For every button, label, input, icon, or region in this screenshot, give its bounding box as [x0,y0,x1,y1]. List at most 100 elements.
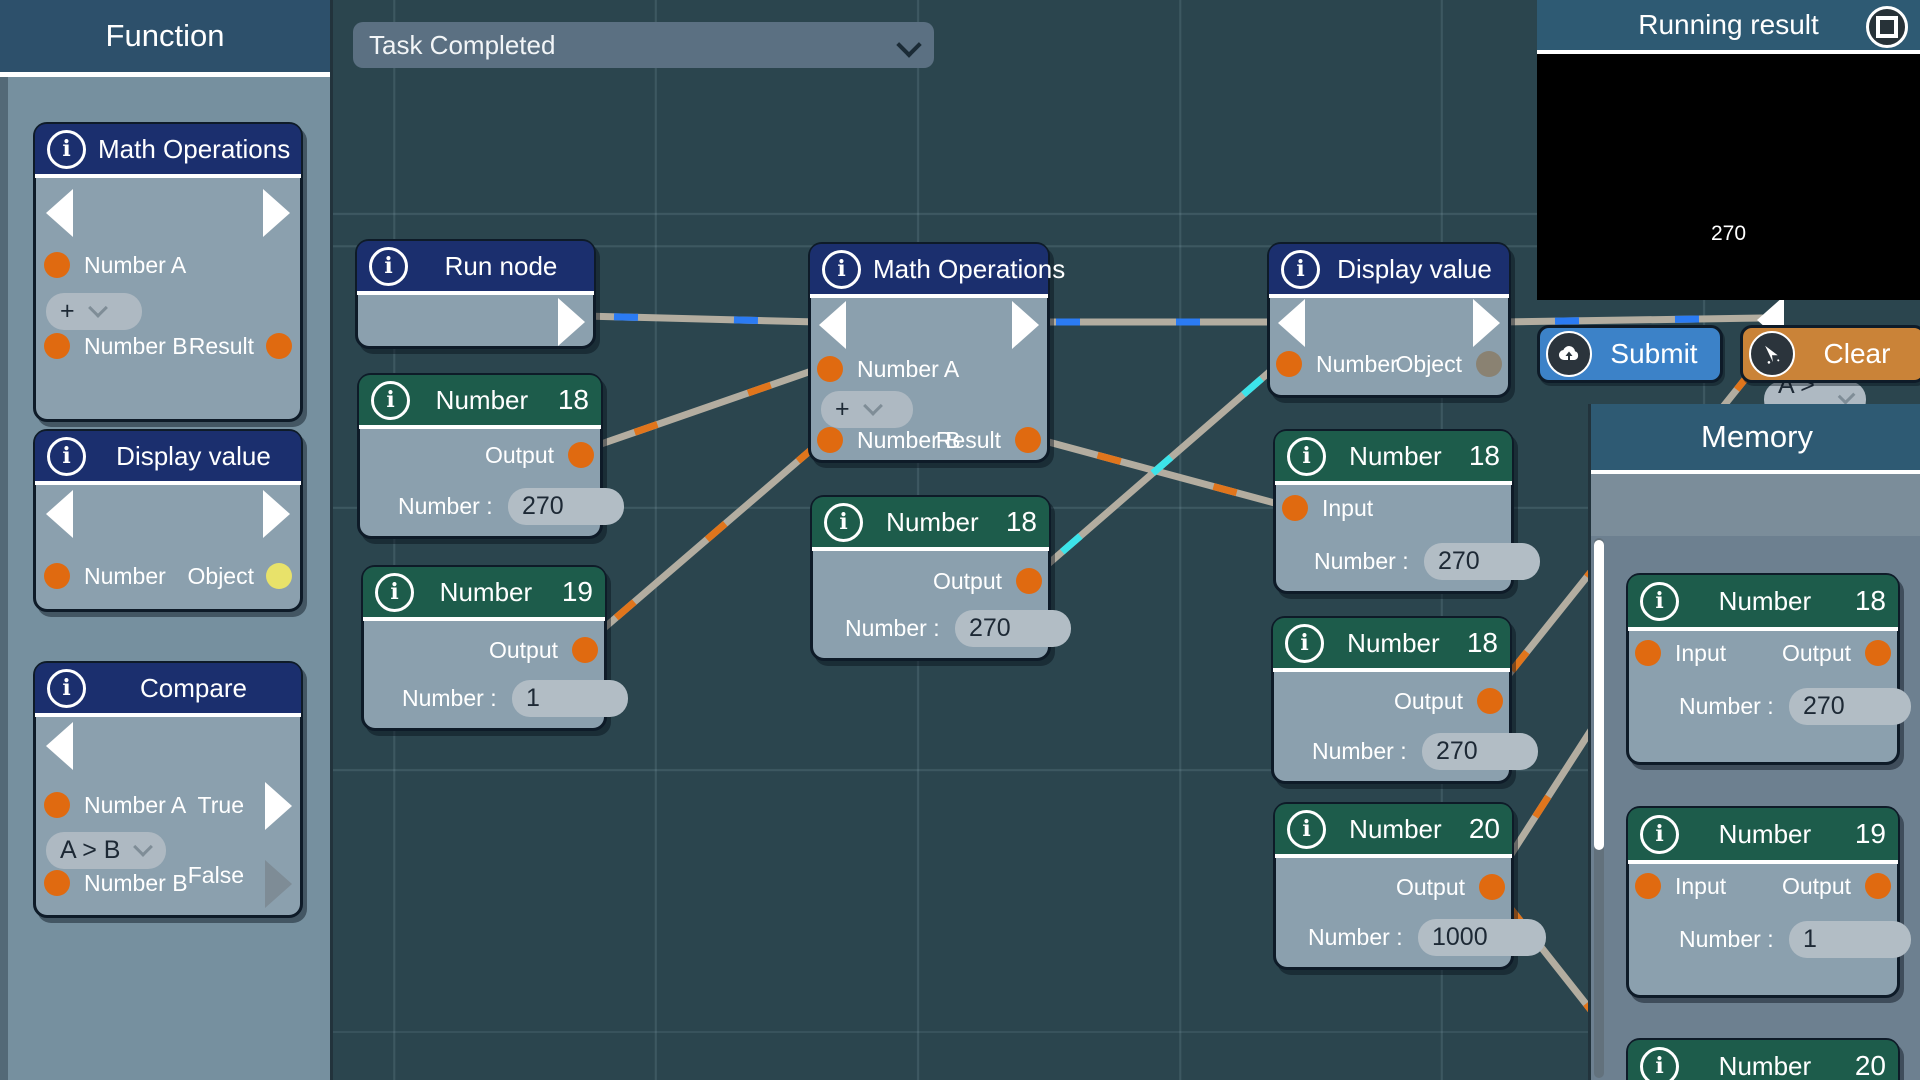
exec-out-pin[interactable] [263,490,290,538]
port-label: Number B [857,427,961,453]
port-number-b[interactable] [817,427,843,453]
info-icon[interactable]: i [824,502,863,542]
palette-node-math-operations[interactable]: i Math Operations Number A + Number B Re… [33,122,303,422]
port-number[interactable] [1276,351,1302,377]
memory-title: Memory [1701,419,1813,454]
canvas-node-number-18-b[interactable]: i Number 18 Output Number : [810,495,1071,661]
canvas-node-math-operations[interactable]: i Math Operations Number A + Number B Re… [808,242,1065,463]
port-number-a[interactable] [44,792,70,818]
value-label: Number : [402,685,497,711]
port-number-a[interactable] [44,252,70,278]
info-icon[interactable]: i [371,380,410,420]
info-icon[interactable]: i [47,129,86,169]
node-title: Display value [116,440,271,471]
node-title: Math Operations [873,253,1066,284]
memory-node-number-20[interactable]: i Number 20 [1626,1038,1900,1080]
canvas-node-run[interactable]: i Run node [355,239,596,349]
port-output[interactable] [1479,874,1505,900]
port-output[interactable] [572,637,598,663]
exec-out-pin[interactable] [263,189,290,237]
port-result[interactable] [1015,427,1041,453]
node-id: 18 [1466,627,1498,658]
canvas-node-display-value[interactable]: i Display value Number Object [1267,242,1511,398]
number-value-input[interactable] [512,680,628,717]
node-title: Display value [1337,253,1492,284]
memory-node-number-18[interactable]: i Number 18 Input Output Number : [1626,573,1911,765]
clear-button[interactable]: Clear [1740,325,1920,383]
task-select[interactable]: Task Completed [353,22,934,68]
number-value-input[interactable] [508,488,624,525]
canvas-node-number-18-d[interactable]: i Number 18 Output Number : [1271,616,1538,784]
port-number-b[interactable] [44,333,70,359]
info-icon[interactable]: i [1281,249,1320,289]
number-value-input[interactable] [1422,733,1538,770]
palette-node-compare[interactable]: i Compare Number A True A > B Number B F… [33,661,303,918]
port-result[interactable] [266,333,292,359]
info-icon[interactable]: i [1287,809,1326,849]
info-icon[interactable]: i [1285,623,1324,663]
exec-in-pin[interactable] [819,301,846,349]
node-title: Number [1718,1050,1812,1080]
comparator-select[interactable]: A > B [46,832,166,869]
info-icon[interactable]: i [1640,581,1679,621]
exec-false-pin[interactable] [265,860,292,908]
node-title: Number [439,576,533,607]
operator-select[interactable]: + [821,391,913,428]
memory-node-number-19[interactable]: i Number 19 Input Output Number : [1626,806,1911,998]
port-output[interactable] [1477,688,1503,714]
info-icon[interactable]: i [1640,1046,1679,1080]
info-icon[interactable]: i [369,246,408,286]
canvas-node-number-18-a[interactable]: i Number 18 Output Number : [357,373,624,539]
canvas-node-number-20[interactable]: i Number 20 Output Number : [1273,802,1546,970]
exec-in-pin[interactable] [1278,299,1305,347]
port-output[interactable] [1016,568,1042,594]
port-object[interactable] [266,563,292,589]
value-label: Number : [1679,693,1774,719]
exec-out-pin[interactable] [1473,299,1500,347]
info-icon[interactable]: i [1640,814,1679,854]
canvas-node-number-19[interactable]: i Number 19 Output Number : [361,565,628,731]
exec-in-pin[interactable] [46,722,73,770]
number-value-input[interactable] [955,610,1071,647]
exec-out-pin[interactable] [1012,301,1039,349]
canvas-node-number-18-c[interactable]: i Number 18 Input Number : [1273,429,1540,594]
operator-select[interactable]: + [46,293,142,330]
info-icon[interactable]: i [1287,436,1326,476]
cursor-icon [1749,331,1795,377]
number-value-input[interactable] [1789,688,1911,725]
port-input[interactable] [1282,495,1308,521]
info-icon[interactable]: i [47,668,86,708]
number-value-input[interactable] [1424,543,1540,580]
port-object[interactable] [1476,351,1502,377]
port-number[interactable] [44,563,70,589]
port-label: Output [1781,640,1851,666]
stop-icon[interactable] [1866,6,1908,48]
port-number-a[interactable] [817,356,843,382]
port-output[interactable] [1865,873,1891,899]
comparator-value: A > B [60,836,121,864]
port-number-b[interactable] [44,870,70,896]
exec-out-pin[interactable] [558,298,585,346]
memory-scrollbar-thumb[interactable] [1594,540,1604,850]
exec-in-pin[interactable] [46,490,73,538]
submit-button[interactable]: Submit [1537,325,1723,383]
port-output[interactable] [568,442,594,468]
number-value-input[interactable] [1789,921,1911,958]
info-icon[interactable]: i [375,572,414,612]
port-label: Number B [84,870,188,896]
info-icon[interactable]: i [47,436,86,476]
info-icon[interactable]: i [822,249,861,289]
number-value-input[interactable] [1418,919,1546,956]
port-input[interactable] [1635,640,1661,666]
exec-true-pin[interactable] [265,782,292,830]
palette-node-display-value[interactable]: i Display value Number Object [33,429,303,612]
node-id: 19 [561,576,593,607]
running-result-title: Running result [1638,9,1819,40]
running-result-value: 270 [1710,222,1747,245]
port-input[interactable] [1635,873,1661,899]
memory-content[interactable]: i Number 18 Input Output Number : i Numb… [1591,536,1920,1080]
port-output[interactable] [1865,640,1891,666]
value-label: Number : [845,615,940,641]
exec-in-pin[interactable] [46,189,73,237]
